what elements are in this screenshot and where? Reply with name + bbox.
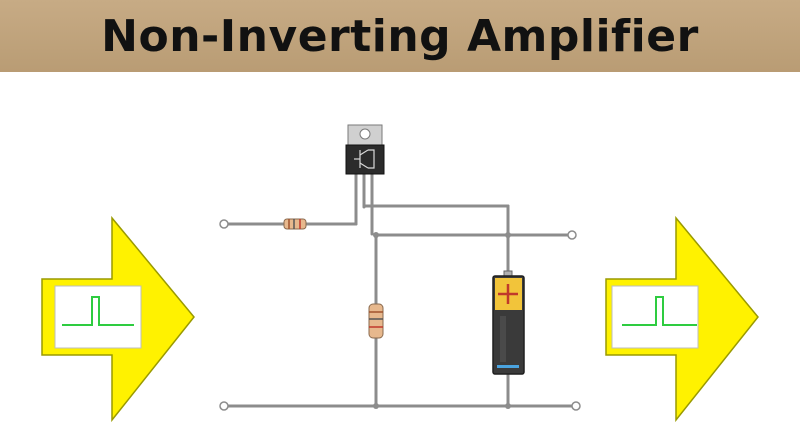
- junctions: [373, 232, 511, 409]
- ground-terminal-left: [219, 401, 229, 411]
- title-banner: Non-Inverting Amplifier: [0, 0, 800, 72]
- input-pulse-icon: [62, 296, 134, 326]
- terminals: [219, 219, 581, 411]
- output-arrow: [605, 215, 759, 423]
- transistor-icon: [345, 124, 385, 175]
- page-title: Non-Inverting Amplifier: [101, 10, 699, 62]
- minus-terminal-icon: [497, 365, 519, 368]
- output-terminal: [567, 230, 577, 240]
- output-pulse-icon: [622, 296, 697, 326]
- battery-icon: [492, 270, 525, 375]
- circuit-diagram: [41, 124, 759, 423]
- input-resistor-icon: [283, 218, 307, 230]
- input-arrow: [41, 215, 195, 423]
- ground-terminal-right: [571, 401, 581, 411]
- input-terminal: [219, 219, 229, 229]
- bias-resistor-icon: [368, 303, 384, 339]
